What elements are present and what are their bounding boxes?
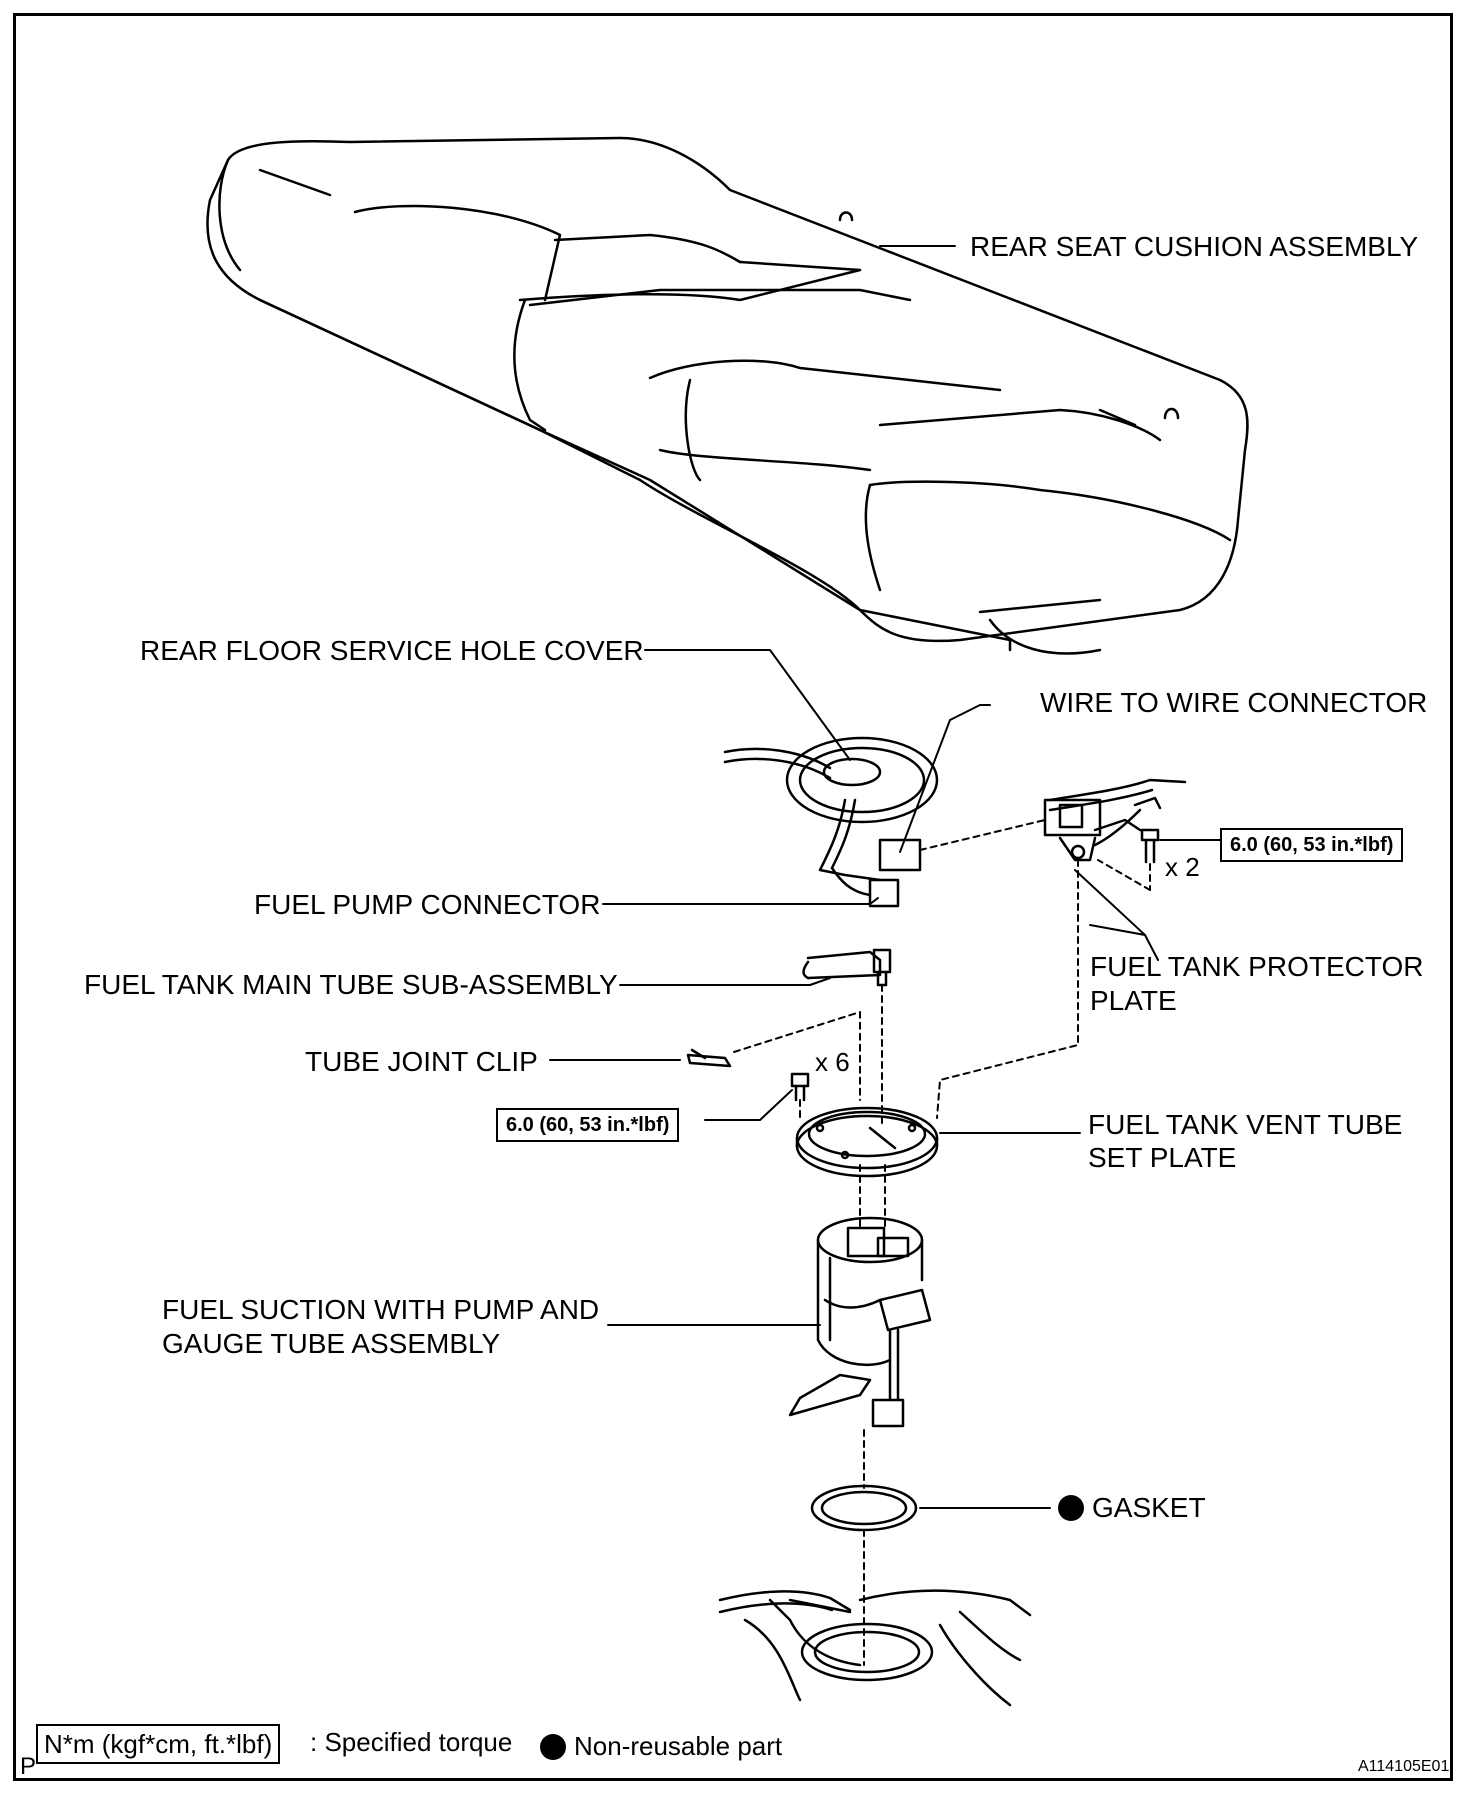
service-hole-cover-drawing	[723, 736, 939, 908]
nonreusable-dot-icon	[1058, 1495, 1084, 1521]
qty-plate-bolt: x 6	[815, 1047, 850, 1077]
protector-bolt-drawing	[1140, 828, 1160, 864]
label-wire-to-wire-connector: WIRE TO WIRE CONNECTOR	[1040, 687, 1428, 718]
fuel-pump-assembly-drawing	[788, 1216, 932, 1428]
label-gasket: GASKET	[1092, 1492, 1206, 1523]
main-tube-drawing	[802, 948, 892, 987]
legend-unit-box: N*m (kgf*cm, ft.*lbf)	[36, 1724, 281, 1764]
label-fuel-suction-line1: FUEL SUCTION WITH PUMP AND	[162, 1294, 600, 1325]
qty-protector-bolt: x 2	[1165, 852, 1200, 882]
fuel-tank-drawing	[718, 1589, 1032, 1707]
label-protector-plate-line1: FUEL TANK PROTECTOR	[1090, 951, 1424, 982]
diagram-frame	[13, 13, 1453, 1781]
alignment-lines	[733, 819, 1151, 1666]
label-tube-joint-clip: TUBE JOINT CLIP	[305, 1046, 538, 1077]
figure-code: A114105E01	[1358, 1758, 1450, 1775]
label-rear-seat-cushion: REAR SEAT CUSHION ASSEMBLY	[970, 231, 1419, 262]
label-protector-plate-line2: PLATE	[1090, 985, 1177, 1016]
label-main-tube: FUEL TANK MAIN TUBE SUB-ASSEMBLY	[84, 969, 618, 1000]
legend-nonreusable-text: Non-reusable part	[574, 1731, 783, 1761]
plate-bolt-drawing	[790, 1072, 810, 1102]
legend-nonreusable-dot-icon	[540, 1734, 566, 1760]
corner-mark: P	[20, 1753, 37, 1780]
label-fuel-pump-connector: FUEL PUMP CONNECTOR	[254, 889, 601, 920]
torque-plate-bolt: 6.0 (60, 53 in.*lbf)	[496, 1108, 680, 1142]
tube-joint-clip-drawing	[686, 1048, 732, 1068]
label-vent-tube-line2: SET PLATE	[1088, 1142, 1237, 1173]
vent-tube-set-plate-drawing	[795, 1106, 939, 1178]
leader-lines	[549, 245, 1221, 1509]
protector-plate-drawing	[1043, 778, 1187, 862]
rear-seat-cushion-drawing	[206, 136, 1249, 655]
label-rear-floor-cover: REAR FLOOR SERVICE HOLE COVER	[140, 635, 644, 666]
label-fuel-suction-line2: GAUGE TUBE ASSEMBLY	[162, 1328, 501, 1359]
legend-unit-text: : Specified torque	[310, 1727, 513, 1757]
gasket-drawing	[810, 1484, 918, 1532]
torque-protector-bolt: 6.0 (60, 53 in.*lbf)	[1220, 828, 1404, 862]
label-vent-tube-line1: FUEL TANK VENT TUBE	[1088, 1109, 1403, 1140]
